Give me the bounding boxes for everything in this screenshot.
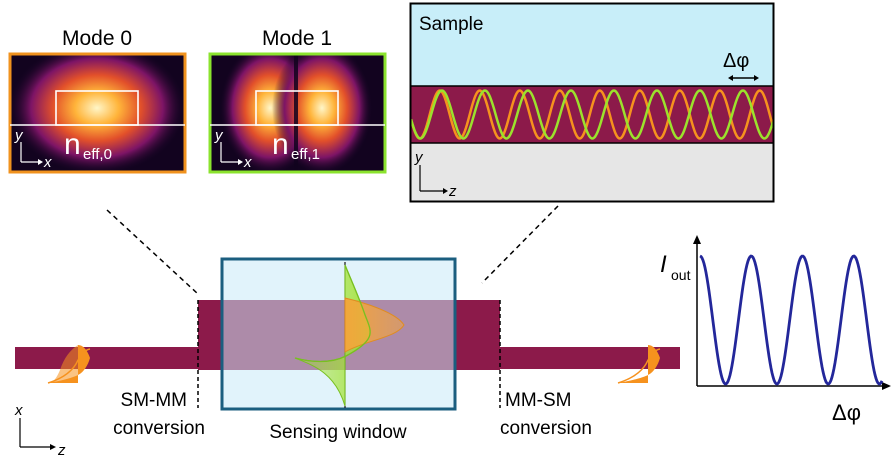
wave-mode1 <box>411 89 773 140</box>
cross-section-axis-z-label: z <box>448 183 457 200</box>
mode0-panel: Mode 0 n eff,0 y x <box>8 27 187 174</box>
cross-section-axis-icon: y z <box>414 149 457 200</box>
sensing-window-label: Sensing window <box>269 422 407 443</box>
output-plot: I out Δφ <box>660 235 891 425</box>
output-intensity-curve <box>699 254 884 386</box>
mode1-axis-icon: y x <box>214 127 252 171</box>
mode1-panel: Mode 1 n eff,1 y x <box>208 27 387 174</box>
mode1-title: Mode 1 <box>262 27 332 50</box>
mode0-field-profile <box>10 54 185 172</box>
mode1-neff-symbol: n <box>272 128 289 161</box>
output-pulse <box>618 345 660 383</box>
mode0-neff-subscript: eff,0 <box>83 146 112 163</box>
cross-section-axis-y-label: y <box>414 149 424 166</box>
mode0-axis-x-label: x <box>43 154 52 171</box>
input-pulse-shadow <box>48 345 78 383</box>
plot-y-label: I <box>660 251 667 278</box>
mm-sm-label-line1: MM-SM <box>505 390 571 411</box>
mode1-neff-subscript: eff,1 <box>291 146 320 163</box>
mode0-title: Mode 0 <box>62 27 132 50</box>
substrate-layer <box>411 143 773 201</box>
cross-section-panel: Sample Δφ y z <box>409 2 775 203</box>
cross-section-border <box>409 2 775 203</box>
mm-sm-label-line2: conversion <box>500 418 592 439</box>
phase-shift-label: Δφ <box>723 50 749 72</box>
zoom-line-right <box>481 205 559 284</box>
zoom-line-left <box>106 209 199 295</box>
plot-y-label-subscript: out <box>671 267 691 283</box>
device-axis-x-label: x <box>14 402 23 419</box>
mode0-neff-symbol: n <box>64 128 81 161</box>
device-axis-z-label: z <box>57 442 66 457</box>
wave-mode0 <box>411 89 773 140</box>
sm-mm-label-line1: SM-MM <box>121 390 187 411</box>
phase-shift-arrow <box>728 75 759 81</box>
core-layer <box>411 86 773 143</box>
mode0-border <box>8 52 187 174</box>
mode1-border <box>208 52 387 174</box>
device-axis-icon: x z <box>14 402 66 457</box>
input-pulse <box>48 345 90 383</box>
mode0-axis-y-label: y <box>14 127 24 144</box>
mode0-axis-icon: y x <box>14 127 52 171</box>
sample-label: Sample <box>419 14 483 35</box>
sample-layer <box>411 4 773 86</box>
plot-x-label: Δφ <box>832 400 861 425</box>
mode1-axis-y-label: y <box>214 127 224 144</box>
mode1-axis-x-label: x <box>243 154 252 171</box>
device-top-view: SM-MM conversion Sensing window MM-SM co… <box>14 257 680 457</box>
mode0-lobe-shape <box>344 297 405 353</box>
sm-mm-label-line2: conversion <box>113 418 205 439</box>
